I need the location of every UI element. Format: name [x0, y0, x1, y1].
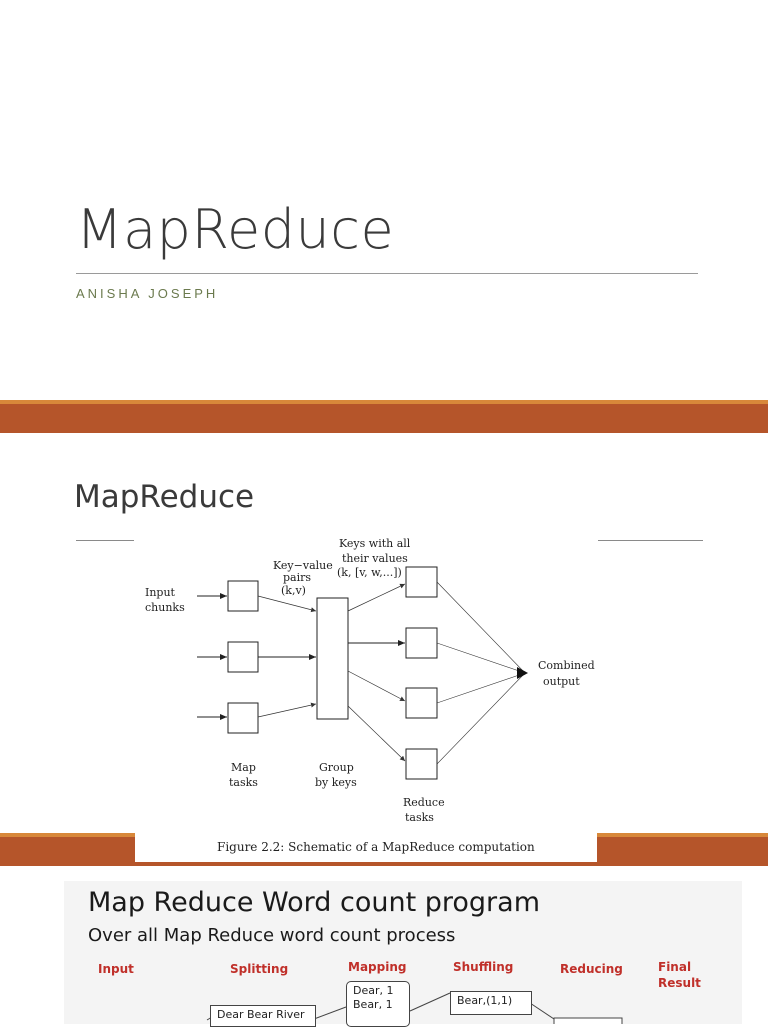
title-divider-left	[76, 540, 134, 541]
mapreduce-schematic-figure: Input chunks Key−value pairs (k,v) Keys …	[135, 536, 597, 862]
stage-label-final-result: Final Result	[658, 960, 701, 990]
word-count-slide: Map Reduce Word count program Over all M…	[64, 881, 742, 1027]
label-combined-1: Combined	[538, 659, 595, 672]
label-map-2: tasks	[229, 776, 258, 789]
reduce-task-box-4	[405, 748, 438, 780]
label-input-chunks-2: chunks	[145, 601, 185, 614]
map-to-group-arrow-3	[257, 702, 317, 718]
slide-subtitle: Over all Map Reduce word count process	[88, 925, 456, 946]
reduce-task-box-3	[405, 687, 438, 719]
map-to-group-arrow-1	[257, 595, 317, 613]
stage-label-mapping: Mapping	[348, 960, 407, 974]
word-count-connectors	[206, 992, 623, 1024]
label-kv-2: pairs	[283, 571, 311, 584]
stage-label-input: Input	[98, 962, 134, 976]
shuffle-to-reduce-line	[529, 1002, 555, 1020]
label-combined-2: output	[543, 675, 580, 688]
reduce-task-box-2	[405, 627, 438, 659]
reduce-to-output-line-4	[436, 672, 526, 765]
title-divider-right	[598, 540, 703, 541]
map-box: Dear, 1 Bear, 1	[346, 981, 410, 1027]
map-box-line-1: Dear, 1	[353, 984, 394, 997]
slide-separator-band	[0, 400, 768, 433]
reduce-to-output-line-1	[436, 581, 526, 674]
group-to-reduce-arrow-1	[347, 583, 406, 612]
schematic-diagram: Input chunks Key−value pairs (k,v) Keys …	[145, 537, 595, 854]
label-keys-2: their values	[342, 552, 408, 565]
label-keys-3: (k, [v, w,...])	[337, 566, 402, 579]
figure-caption: Figure 2.2: Schematic of a MapReduce com…	[217, 840, 535, 854]
map-to-shuffle-line	[409, 992, 451, 1012]
label-group-1: Group	[319, 761, 354, 774]
slide-title: Map Reduce Word count program	[88, 887, 540, 918]
map-task-box-1	[227, 580, 259, 612]
reduce-box-partial	[553, 1017, 623, 1024]
label-reduce-2: tasks	[405, 811, 434, 824]
reduce-to-output-line-2	[436, 642, 526, 674]
stage-label-reducing: Reducing	[560, 962, 623, 976]
label-group-2: by keys	[315, 776, 357, 789]
map-task-box-3	[227, 702, 259, 734]
group-by-keys-box	[316, 597, 349, 720]
title-divider	[76, 273, 698, 274]
map-box-line-2: Bear, 1	[353, 998, 393, 1011]
label-input-chunks-1: Input	[145, 586, 176, 599]
label-kv-3: (k,v)	[281, 584, 306, 597]
stage-label-shuffling: Shuffling	[453, 960, 514, 974]
map-task-box-2	[227, 641, 259, 673]
label-map-1: Map	[231, 761, 256, 774]
slide-title: MapReduce	[76, 198, 395, 261]
reduce-task-box-1	[405, 566, 438, 598]
label-keys-1: Keys with all	[339, 537, 411, 550]
combined-output-arrowhead	[517, 667, 528, 679]
shuffle-box: Bear,(1,1)	[450, 991, 532, 1015]
title-slide: MapReduce ANISHA JOSEPH	[0, 0, 768, 400]
slide-title: MapReduce	[74, 479, 255, 515]
split-to-map-line	[313, 1006, 347, 1020]
author-subtitle: ANISHA JOSEPH	[76, 286, 219, 301]
group-to-reduce-arrow-3	[347, 670, 406, 702]
band-highlight	[0, 400, 768, 404]
reduce-to-output-line-3	[436, 672, 526, 704]
label-kv-1: Key−value	[273, 559, 333, 572]
stage-label-splitting: Splitting	[230, 962, 289, 976]
label-reduce-1: Reduce	[403, 796, 445, 809]
group-to-reduce-arrow-4	[347, 705, 406, 762]
